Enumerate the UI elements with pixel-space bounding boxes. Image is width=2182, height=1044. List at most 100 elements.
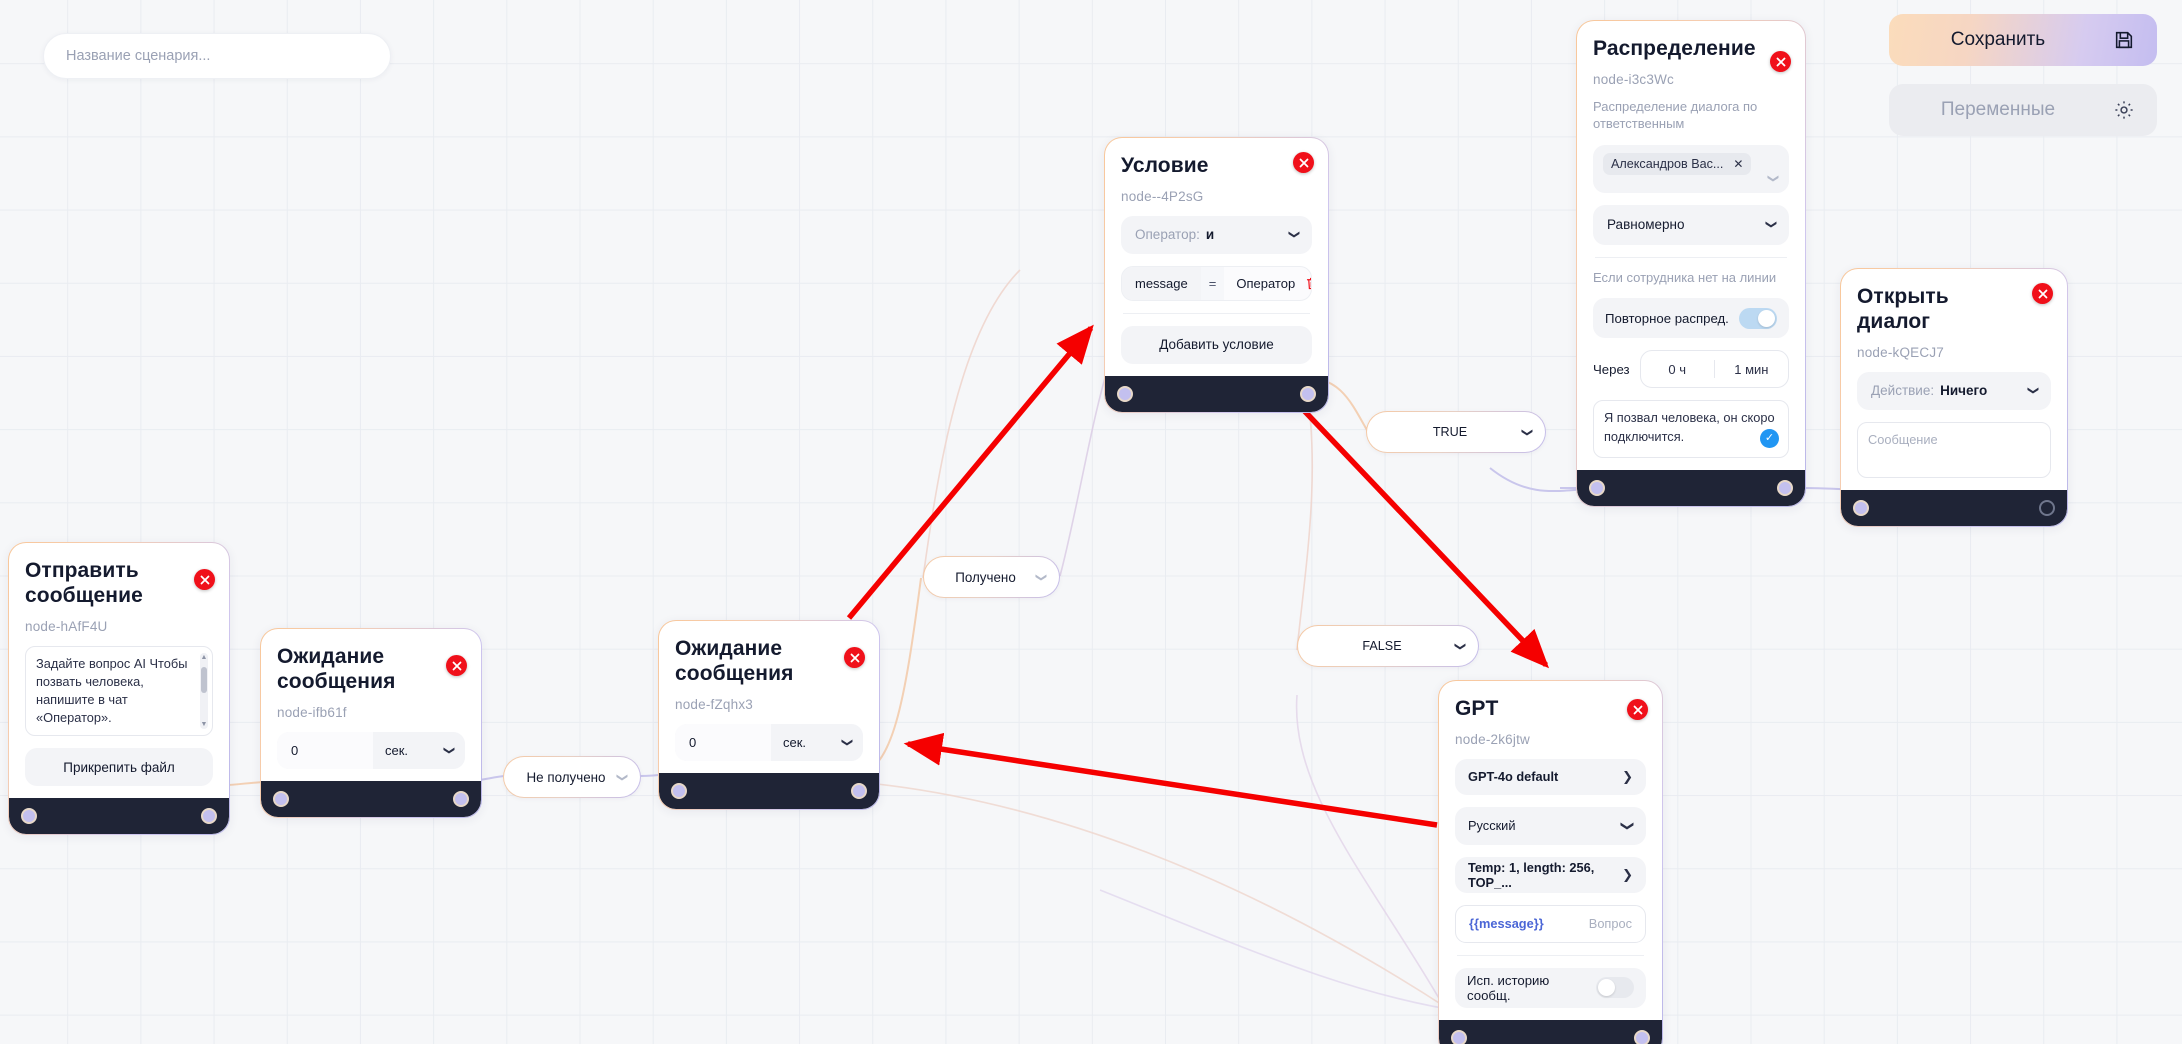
node-wait-message-2[interactable]: Ожидание сообщения node-fZqhx3 0 сек. ❯ — [658, 620, 880, 810]
floppy-disk-icon — [2113, 29, 2135, 51]
node-open-dialog[interactable]: Открыть диалог node-kQECJ7 Действие: Нич… — [1840, 268, 2068, 527]
edge-label-text: Не получено — [526, 769, 606, 785]
output-port[interactable] — [851, 782, 867, 799]
save-button[interactable]: Сохранить — [1889, 14, 2157, 66]
rule-operator[interactable]: = — [1200, 266, 1225, 300]
wait-unit-select[interactable]: сек. ❯ — [373, 731, 465, 769]
divider — [1595, 256, 1787, 258]
assignee-multiselect[interactable]: Александров Вас... ✕ ❯ — [1593, 144, 1789, 193]
close-icon[interactable] — [446, 655, 467, 676]
chevron-down-icon: ❯ — [1764, 220, 1777, 230]
input-port[interactable] — [1853, 499, 1869, 516]
gpt-model-select[interactable]: GPT-4o default ❯ — [1455, 758, 1646, 795]
wait-amount-input[interactable]: 0 — [277, 731, 373, 769]
node-title: Условие — [1121, 154, 1209, 177]
gpt-history-toggle[interactable] — [1596, 977, 1634, 999]
rule-left-operand[interactable]: message — [1122, 266, 1201, 300]
gpt-model-value: GPT-4o default — [1468, 769, 1559, 785]
offline-message-textarea[interactable]: Я позвал человека, он скоро подключится.… — [1593, 400, 1789, 459]
save-button-label: Сохранить — [1950, 29, 2046, 50]
delay-minutes-input[interactable]: 1 мин — [1734, 361, 1769, 377]
close-icon[interactable] — [1627, 699, 1648, 720]
output-port[interactable] — [453, 790, 469, 807]
operator-select[interactable]: Оператор: и ❯ — [1121, 215, 1312, 254]
close-icon[interactable] — [2032, 283, 2053, 304]
output-port[interactable] — [1777, 480, 1793, 497]
textarea-scrollbar[interactable]: ▲ ▼ — [200, 652, 208, 730]
node-wait-message-1[interactable]: Ожидание сообщения node-ifb61f 0 сек. ❯ — [260, 628, 482, 818]
scroll-thumb[interactable] — [201, 666, 207, 693]
node-distribution[interactable]: Распределение node-i3c3Wc Распределение … — [1576, 20, 1806, 507]
gpt-question-input[interactable]: {{message}} Вопрос — [1455, 904, 1646, 943]
close-icon[interactable] — [844, 647, 865, 668]
wait-amount-value: 0 — [689, 734, 697, 750]
dialog-message-textarea[interactable]: Сообщение — [1857, 421, 2051, 478]
edge-label-received[interactable]: Получено ❯ — [923, 556, 1060, 598]
node-footer — [659, 772, 879, 809]
wait-duration-control[interactable]: 0 сек. ❯ — [277, 731, 465, 769]
output-port[interactable] — [1634, 1029, 1650, 1044]
node-title: Ожидание сообщения — [675, 637, 794, 685]
edge-label-text: Получено — [955, 569, 1016, 585]
edge-label-not-received[interactable]: Не получено ❯ — [503, 756, 641, 798]
operator-value: и — [1205, 227, 1215, 243]
input-port[interactable] — [1589, 480, 1605, 497]
edge-label-false[interactable]: FALSE ❯ — [1297, 625, 1479, 667]
close-icon[interactable] — [1293, 152, 1314, 173]
input-port[interactable] — [273, 790, 289, 807]
wait-unit-value: сек. — [385, 742, 409, 758]
add-condition-button[interactable]: Добавить условие — [1121, 325, 1312, 364]
input-port[interactable] — [671, 782, 687, 799]
repeat-distribution-toggle[interactable] — [1739, 307, 1777, 329]
action-select[interactable]: Действие: Ничего ❯ — [1857, 371, 2051, 410]
wait-amount-input[interactable]: 0 — [675, 723, 771, 761]
rule-left-value: message — [1135, 275, 1188, 291]
node-footer — [261, 780, 481, 817]
delay-label: Через — [1593, 361, 1630, 377]
trash-icon[interactable] — [1305, 276, 1311, 291]
assignee-tag[interactable]: Александров Вас... ✕ — [1603, 152, 1752, 175]
distribution-mode-value: Равномерно — [1607, 217, 1685, 233]
rule-right-operand[interactable]: Оператор — [1224, 267, 1311, 300]
delay-hours-input[interactable]: 0 ч — [1668, 361, 1686, 377]
node-title: Отправить сообщение — [25, 559, 143, 607]
confirm-check-icon[interactable]: ✓ — [1760, 429, 1779, 449]
node-footer — [9, 798, 229, 835]
output-port[interactable] — [1300, 385, 1316, 402]
input-port[interactable] — [21, 808, 37, 825]
node-send-message[interactable]: Отправить сообщение node-hAfF4U Задайте … — [8, 542, 230, 835]
variables-button[interactable]: Переменные — [1889, 84, 2157, 136]
repeat-distribution-row[interactable]: Повторное распред. — [1593, 298, 1789, 339]
node-id: node-2k6jtw — [1455, 731, 1530, 747]
scroll-down-icon[interactable]: ▼ — [200, 721, 208, 729]
close-icon[interactable] — [1770, 51, 1791, 72]
close-icon[interactable] — [194, 569, 215, 590]
node-title: Открыть диалог — [1857, 285, 1949, 333]
rule-right-value: Оператор — [1236, 275, 1296, 291]
scroll-up-icon[interactable]: ▲ — [200, 653, 208, 661]
gpt-params-select[interactable]: Temp: 1, length: 256, TOP_... ❯ — [1455, 856, 1646, 893]
distribution-mode-select[interactable]: Равномерно ❯ — [1593, 204, 1789, 245]
message-textarea[interactable]: Задайте вопрос AI Чтобы позвать человека… — [25, 645, 213, 737]
dialog-message-placeholder: Сообщение — [1868, 431, 1938, 447]
node-gpt[interactable]: GPT node-2k6jtw GPT-4o default ❯ Русский… — [1438, 680, 1663, 1044]
gpt-language-select[interactable]: Русский ❯ — [1455, 806, 1646, 845]
input-port[interactable] — [1117, 385, 1133, 402]
condition-rule-row[interactable]: message = Оператор — [1121, 265, 1312, 301]
output-port[interactable] — [201, 808, 217, 825]
attach-file-button[interactable]: Прикрепить файл — [25, 748, 213, 787]
operator-label: Оператор: — [1135, 227, 1200, 243]
wait-unit-select[interactable]: сек. ❯ — [771, 723, 863, 761]
edge-label-true[interactable]: TRUE ❯ — [1366, 411, 1546, 453]
gpt-history-row[interactable]: Исп. историю сообщ. — [1455, 967, 1646, 1008]
remove-tag-icon[interactable]: ✕ — [1733, 156, 1744, 171]
node-condition[interactable]: Условие node--4P2sG Оператор: и ❯ messag… — [1104, 137, 1329, 413]
wait-duration-control[interactable]: 0 сек. ❯ — [675, 723, 863, 761]
scenario-name-input[interactable]: Название сценария... — [43, 33, 391, 79]
input-port[interactable] — [1451, 1029, 1467, 1044]
delay-control[interactable]: Через 0 ч 1 мин — [1593, 350, 1789, 389]
chevron-down-icon[interactable]: ❯ — [1766, 173, 1779, 183]
offline-message-value: Я позвал человека, он скоро подключится. — [1604, 410, 1775, 444]
output-port[interactable] — [2039, 499, 2055, 516]
